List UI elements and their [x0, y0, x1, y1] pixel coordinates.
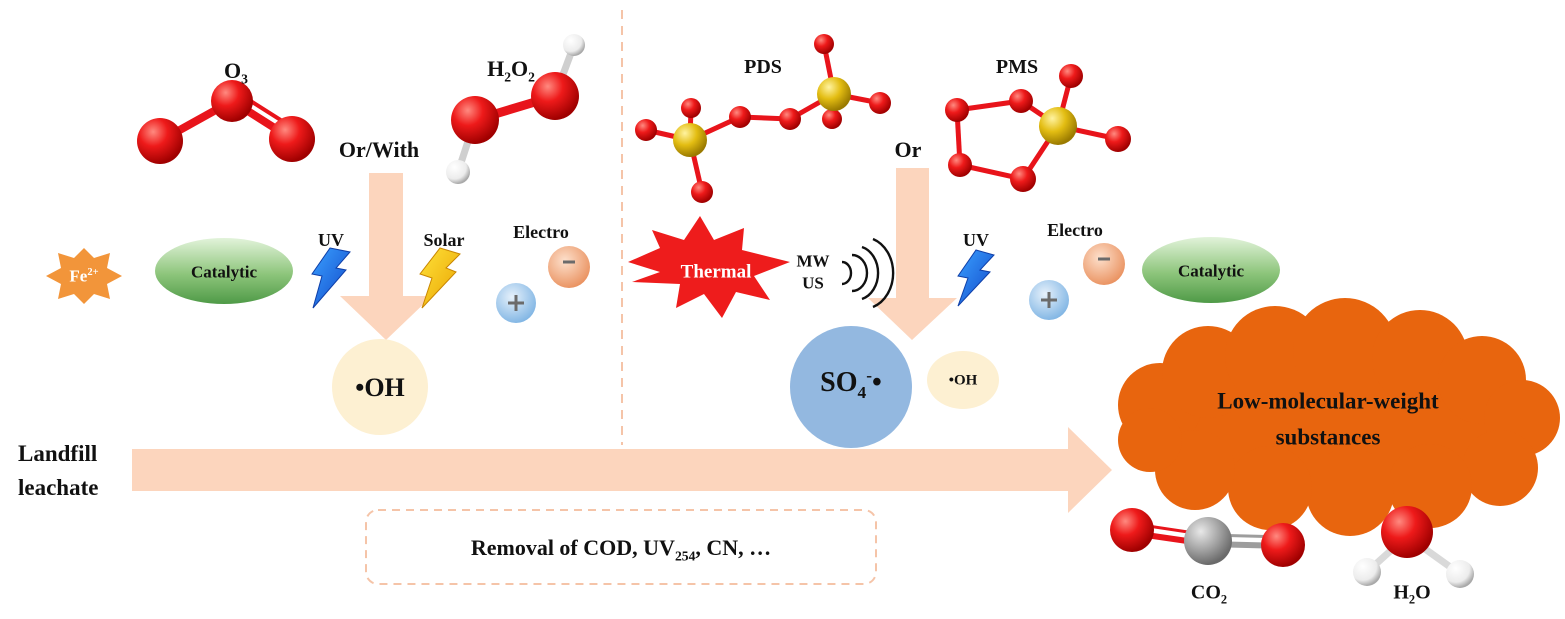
- or-with-label: Or/With: [338, 137, 420, 162]
- or-label: Or: [894, 137, 922, 162]
- pms-atoms: [945, 64, 1131, 192]
- source-label-line2: leachate: [18, 475, 99, 500]
- uv-bolt-right: [957, 249, 995, 307]
- solar-label: Solar: [423, 230, 465, 250]
- catalytic-ellipse-right: [1142, 237, 1280, 303]
- removal-label: Removal of COD, UV254, CN, …: [470, 534, 772, 564]
- down-arrow-left: [340, 173, 432, 340]
- electrode-minus-left: [548, 246, 590, 288]
- pds-atoms: [635, 34, 891, 203]
- product-label-line1: Low-molecular-weight: [1217, 388, 1439, 414]
- product-cloud: [1118, 298, 1560, 536]
- removal-box: [365, 509, 877, 585]
- electro-label-right: Electro: [1047, 220, 1103, 240]
- solar-bolt: [419, 247, 461, 309]
- source-label-line1: Landfill: [18, 441, 98, 466]
- us-label: US: [802, 273, 824, 293]
- wave-icon: [841, 237, 895, 309]
- catalytic-label-right: Catalytic: [1177, 261, 1245, 281]
- h2o-molecule: [1353, 506, 1474, 588]
- oh-circle-large: [332, 339, 428, 435]
- electro-label-left: Electro: [513, 222, 569, 242]
- thermal-label: Thermal: [680, 261, 752, 283]
- pds-label: PDS: [744, 56, 782, 78]
- o3-molecule: [137, 80, 315, 164]
- so4-circle: [790, 326, 912, 448]
- catalytic-ellipse-left: [155, 238, 293, 304]
- pms-label: PMS: [995, 56, 1039, 78]
- product-label-line2: substances: [1275, 424, 1381, 450]
- thermal-burst: [628, 216, 790, 318]
- plus-sign-right: [1041, 292, 1057, 308]
- fe-label: Fe2+: [69, 266, 99, 286]
- mw-label: MW: [796, 251, 830, 271]
- h2o2-molecule: [446, 34, 585, 184]
- main-flow-arrow: [132, 427, 1112, 513]
- co2-molecule: [1110, 508, 1305, 567]
- catalytic-label-left: Catalytic: [190, 262, 258, 282]
- pms-molecule: [954, 75, 1119, 182]
- oh-radical-small: •OH: [948, 372, 978, 389]
- oh-circle-small: [927, 351, 999, 409]
- o3-label: O3: [224, 57, 248, 87]
- uv-label-right: UV: [963, 230, 989, 250]
- h2o-label: H2O: [1393, 581, 1431, 607]
- electrode-minus-right: [1083, 243, 1125, 285]
- uv-label-left: UV: [318, 230, 344, 250]
- h2o2-label: H2O2: [487, 55, 535, 85]
- plus-sign-left: [508, 295, 524, 311]
- fe-star: [46, 248, 122, 304]
- down-arrow-right: [868, 168, 957, 340]
- co2-label: CO2: [1190, 581, 1228, 607]
- uv-bolt-left: [311, 247, 351, 309]
- so4-radical: SO4-•: [820, 365, 882, 402]
- oh-radical-large: •OH: [355, 373, 405, 402]
